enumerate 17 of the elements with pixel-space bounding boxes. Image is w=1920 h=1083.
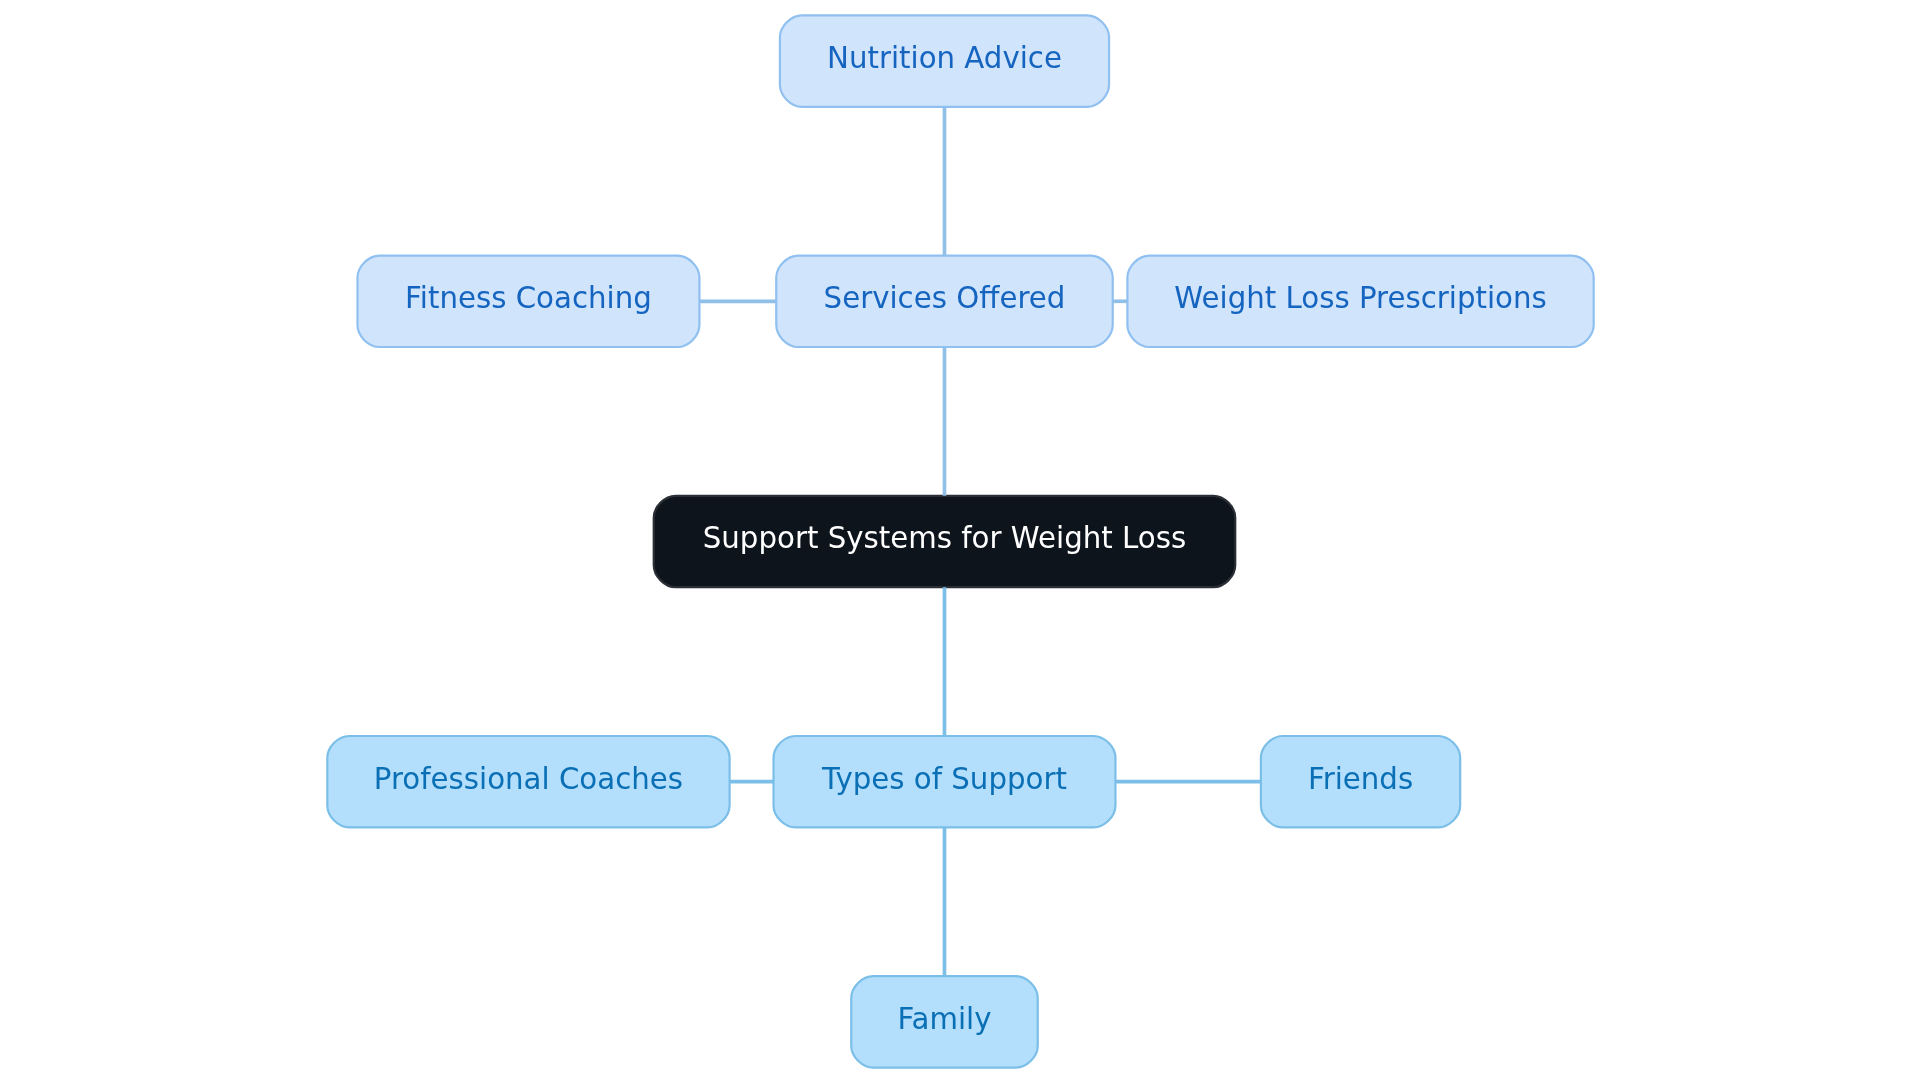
- node-box: Family: [849, 975, 1039, 1069]
- connector: [1112, 299, 1127, 304]
- node-box: Types of Support: [771, 734, 1117, 829]
- connector: [942, 107, 946, 256]
- connector: [1115, 779, 1260, 784]
- node-box: Support Systems for Weight Loss: [652, 494, 1236, 589]
- node-box: Nutrition Advice: [778, 14, 1110, 108]
- connector: [942, 587, 946, 736]
- connector: [942, 827, 946, 976]
- connector: [942, 347, 946, 496]
- node-box: Fitness Coaching: [355, 254, 701, 349]
- node-box: Services Offered: [774, 254, 1114, 349]
- node-box: Professional Coaches: [325, 734, 731, 829]
- connector: [699, 299, 776, 304]
- connector: [729, 779, 773, 784]
- node-box: Friends: [1259, 734, 1461, 829]
- node-box: Weight Loss Prescriptions: [1125, 254, 1595, 349]
